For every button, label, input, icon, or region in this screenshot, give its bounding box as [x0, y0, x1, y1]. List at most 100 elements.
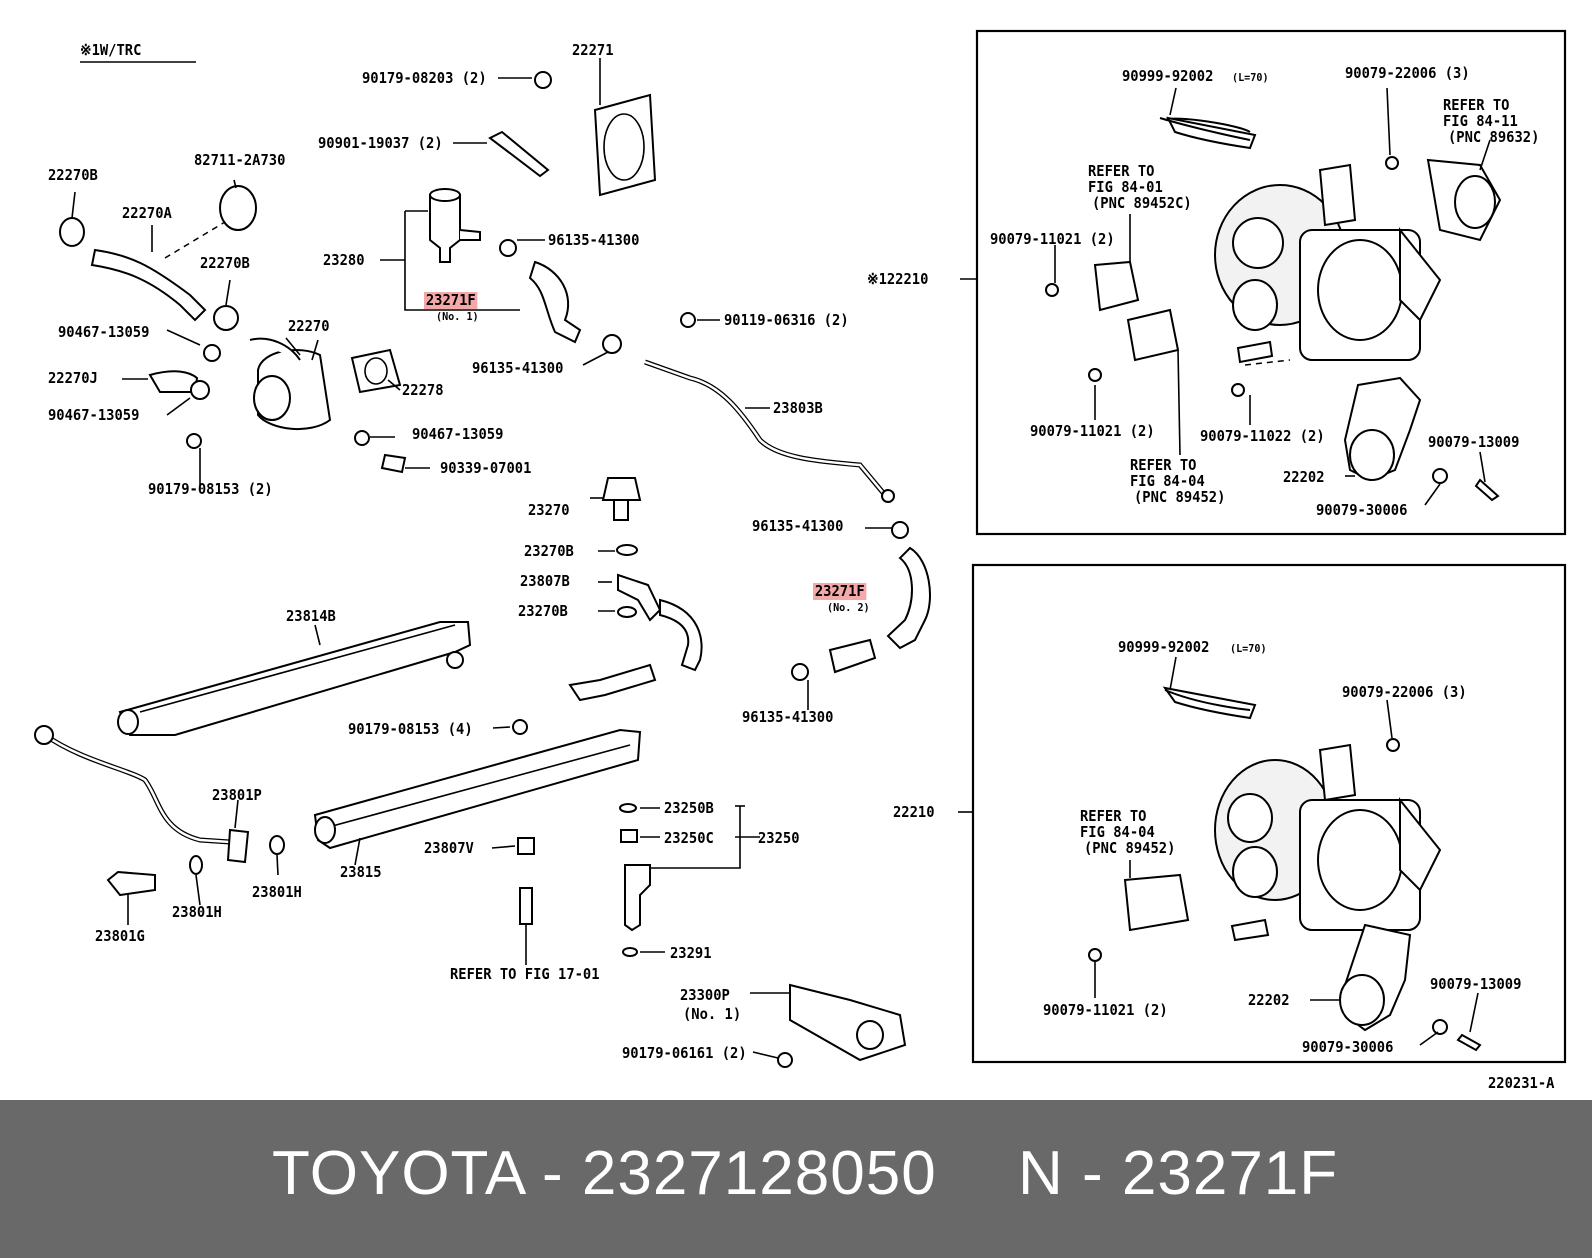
injector-23250-part: [519, 803, 760, 957]
label-23271f-no1-highlight: 23271F: [424, 291, 478, 309]
gasket-22278-part: [350, 348, 402, 394]
diagram-drawing: [34, 29, 1567, 1068]
label-90179-08153-4: 90179-08153 (4): [348, 720, 473, 738]
label-23801p: 23801P: [212, 786, 262, 804]
label-top-l70: (L=70): [1232, 71, 1269, 84]
label-top-refer-84-04-a: REFER TO: [1130, 456, 1197, 474]
label-23250b: 23250B: [664, 799, 714, 817]
label-22271: 22271: [572, 41, 614, 59]
figure-code: 220231-A: [1488, 1074, 1555, 1092]
label-top-90079-11021-a: 90079-11021 (2): [990, 230, 1115, 248]
label-23801g: 23801G: [95, 927, 145, 945]
label-96135-41300-c: 96135-41300: [752, 517, 844, 535]
label-23801h-a: 23801H: [252, 883, 302, 901]
label-90179-08153-2: 90179-08153 (2): [148, 480, 273, 498]
label-top-22202: 22202: [1283, 468, 1325, 486]
label-90339-07001: 90339-07001: [440, 459, 532, 477]
label-bot-l70: (L=70): [1230, 642, 1267, 655]
throttle-body-top-part: [1045, 116, 1502, 502]
exploded-parts-diagram: ※1W/TRC 22271 90179-08203 (2) 90901-1903…: [34, 29, 1567, 1092]
label-23271f-no2-highlight: 23271F: [813, 582, 867, 600]
label-90467-13059-a: 90467-13059: [58, 323, 150, 341]
label-23250c: 23250C: [664, 829, 714, 847]
label-top-refer-84-11-c: (PNC 89632): [1448, 128, 1540, 146]
label-82711-2a730: 82711-2A730: [194, 151, 286, 169]
label-23815: 23815: [340, 863, 382, 881]
label-22270j: 22270J: [48, 369, 98, 387]
label-23291: 23291: [670, 944, 712, 962]
label-top-90079-30006: 90079-30006: [1316, 501, 1408, 519]
label-bot-90079-30006: 90079-30006: [1302, 1038, 1394, 1056]
label-top-refer-84-01-b: FIG 84-01: [1088, 178, 1163, 196]
delivery-pipe-23814b-part: [117, 621, 472, 736]
label-23270: 23270: [528, 501, 570, 519]
bolt-90179-08153-4-part: [512, 719, 528, 735]
throttle-body-bottom-part: [1088, 686, 1482, 1052]
footer-brand-part-number: TOYOTA - 2327128050: [272, 1139, 937, 1208]
label-90119-06316: 90119-06316 (2): [724, 311, 849, 329]
label-22270a: 22270A: [122, 204, 172, 222]
label-90467-13059-b: 90467-13059: [48, 406, 140, 424]
leader-lines: [71, 87, 1491, 1059]
label-bot-refer-84-04-b: FIG 84-04: [1080, 823, 1155, 841]
label-top-refer-84-04-c: (PNC 89452): [1134, 488, 1226, 506]
pressure-regulator-23270-part: [568, 477, 703, 702]
label-refer-fig-17-01: REFER TO FIG 17-01: [450, 965, 600, 983]
hose-23271f-no2-part: [791, 521, 931, 710]
label-top-refer-84-11-a: REFER TO: [1443, 96, 1510, 114]
delivery-pipe-23815-part: [313, 728, 642, 866]
label-top-90079-11021-b: 90079-11021 (2): [1030, 422, 1155, 440]
label-22270: 22270: [288, 317, 330, 335]
hose-23271f-no1-part: [499, 239, 622, 366]
label-23280: 23280: [323, 251, 365, 269]
label-23814b: 23814B: [286, 607, 336, 625]
wire-23801p-part: [34, 725, 285, 897]
label-96135-41300-a: 96135-41300: [548, 231, 640, 249]
label-top-refer-84-04-b: FIG 84-04: [1130, 472, 1205, 490]
label-top-refer-84-01-c: (PNC 89452C): [1092, 194, 1192, 212]
label-bot-refer-84-04-a: REFER TO: [1080, 807, 1147, 825]
vsv-23280-part: [380, 188, 520, 311]
bolt-90901-19037-part: [453, 130, 550, 178]
label-90179-08203: 90179-08203 (2): [362, 69, 487, 87]
label-bot-90079-22006: 90079-22006 (3): [1342, 683, 1467, 701]
union-23807v-part: [517, 837, 535, 855]
label-top-refer-84-01-a: REFER TO: [1088, 162, 1155, 180]
label-top-90079-11022: 90079-11022 (2): [1200, 427, 1325, 445]
label-top-90079-13009: 90079-13009: [1428, 433, 1520, 451]
label-top-90999-92002: 90999-92002: [1122, 67, 1214, 85]
label-23300p-no1: (No. 1): [683, 1005, 742, 1023]
label-bot-90079-11021: 90079-11021 (2): [1043, 1001, 1168, 1019]
label-23803b: 23803B: [773, 399, 823, 417]
label-90467-13059-c: 90467-13059: [412, 425, 504, 443]
wtrc-note: ※1W/TRC: [80, 41, 142, 59]
label-22270b-a: 22270B: [48, 166, 98, 184]
label-bot-22202: 22202: [1248, 991, 1290, 1009]
label-top-90079-22006: 90079-22006 (3): [1345, 64, 1470, 82]
label-23801h-b: 23801H: [172, 903, 222, 921]
label-96135-41300-d: 96135-41300: [742, 708, 834, 726]
label-90901-19037: 90901-19037 (2): [318, 134, 443, 152]
pipe-23803b-part: [644, 312, 895, 503]
label-bot-90999-92002: 90999-92002: [1118, 638, 1210, 656]
label-23250: 23250: [758, 829, 800, 847]
label-bot-refer-84-04-c: (PNC 89452): [1084, 839, 1176, 857]
label-no1-small: (No. 1): [436, 310, 479, 323]
fuel-filter-23300p-part: [750, 983, 907, 1068]
label-top-22210-marked: ※122210: [867, 270, 929, 288]
throttle-body-box-top: [975, 29, 1567, 536]
bolt-90179-08203-part: [498, 71, 552, 89]
label-90179-06161: 90179-06161 (2): [622, 1044, 747, 1062]
label-no2-small: (No. 2): [827, 601, 870, 614]
label-23270b-a: 23270B: [524, 542, 574, 560]
label-22278: 22278: [402, 381, 444, 399]
label-bot-90079-13009: 90079-13009: [1430, 975, 1522, 993]
part-number-footer: TOYOTA - 2327128050 N - 23271F: [0, 1100, 1592, 1258]
label-96135-41300-b: 96135-41300: [472, 359, 564, 377]
label-23807v: 23807V: [424, 839, 474, 857]
label-22270b-b: 22270B: [200, 254, 250, 272]
label-23807b: 23807B: [520, 572, 570, 590]
throttle-water-bypass-22270-part: [148, 337, 407, 474]
label-top-refer-84-11-b: FIG 84-11: [1443, 112, 1518, 130]
